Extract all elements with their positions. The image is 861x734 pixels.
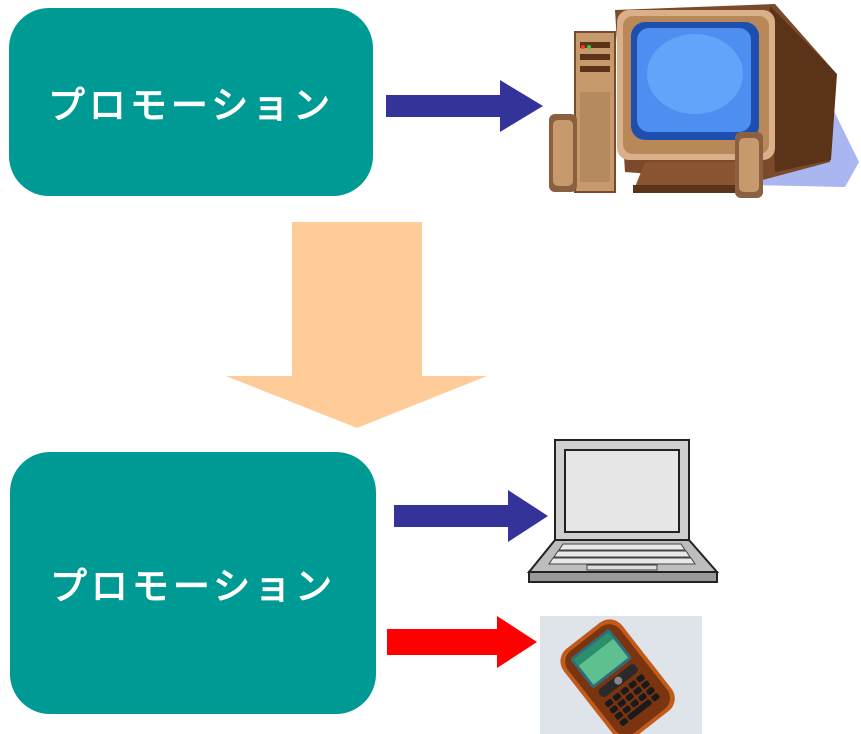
promotion-box-top: プロモーション	[9, 8, 373, 196]
promotion-label-bottom: プロモーション	[49, 565, 337, 608]
promotion-box-bottom: プロモーション	[10, 452, 376, 714]
arrow-right-red	[387, 616, 537, 668]
desktop-computer-icon	[549, 4, 859, 198]
mobile-phone-icon	[540, 616, 702, 734]
arrow-down-transition	[226, 222, 487, 428]
arrow-right-blue-top	[386, 80, 543, 132]
arrow-right-blue-bottom	[394, 490, 548, 542]
promotion-label-top: プロモーション	[47, 84, 335, 127]
laptop-icon	[526, 439, 720, 583]
